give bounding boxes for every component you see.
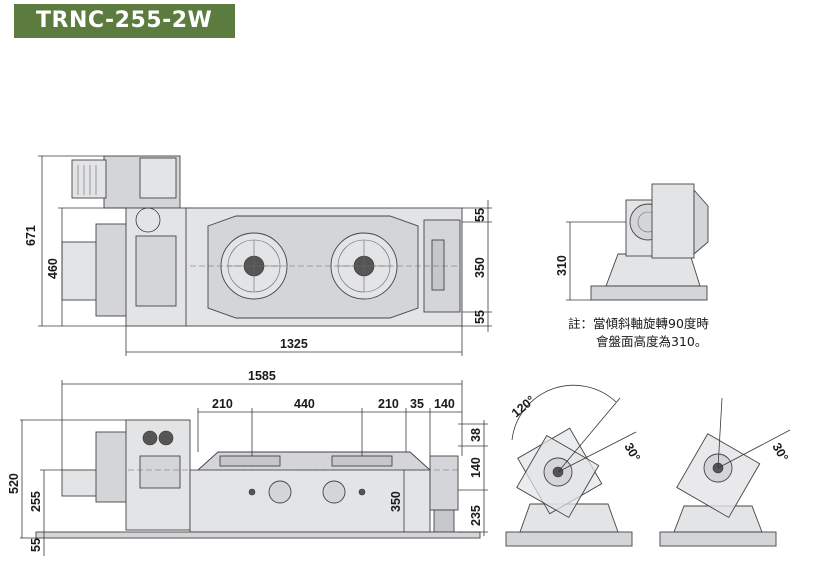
front-motor bbox=[61, 469, 99, 497]
dim-1585: 1585 bbox=[248, 369, 276, 383]
left-motor bbox=[61, 241, 99, 301]
dim-460: 460 bbox=[46, 258, 60, 279]
dim-310: 310 bbox=[555, 255, 569, 276]
dim-350-front: 350 bbox=[389, 491, 403, 512]
dim-35: 35 bbox=[410, 397, 424, 411]
rotation-view-2: 30° bbox=[659, 397, 791, 547]
side-base bbox=[590, 285, 708, 301]
dim-55-base: 55 bbox=[29, 538, 43, 552]
note-line-1: 註：當傾斜軸旋轉90度時 bbox=[568, 316, 709, 331]
angle-30-a: 30° bbox=[621, 441, 643, 464]
note-line-2: 會盤面高度為310。 bbox=[596, 334, 707, 349]
rotation-view-1: 120° 30° bbox=[505, 384, 643, 547]
dim-235: 235 bbox=[469, 505, 483, 526]
side-view: 310 bbox=[555, 183, 709, 301]
model-title: TRNC-255-2W bbox=[14, 4, 235, 38]
dim-1325: 1325 bbox=[280, 337, 308, 351]
dim-55-top: 55 bbox=[473, 208, 487, 222]
dim-671: 671 bbox=[24, 225, 38, 246]
dim-255: 255 bbox=[29, 491, 43, 512]
dim-520: 520 bbox=[7, 473, 21, 494]
dim-140-right: 140 bbox=[469, 457, 483, 478]
dim-210-a: 210 bbox=[212, 397, 233, 411]
dim-210-b: 210 bbox=[378, 397, 399, 411]
dim-38: 38 bbox=[469, 428, 483, 442]
dim-55-bottom: 55 bbox=[473, 310, 487, 324]
angle-30-b: 30° bbox=[769, 441, 791, 464]
top-view: 671 460 1325 55 350 55 bbox=[24, 155, 492, 356]
dim-440: 440 bbox=[294, 397, 315, 411]
dim-350-top: 350 bbox=[473, 257, 487, 278]
dim-140: 140 bbox=[434, 397, 455, 411]
angle-120: 120° bbox=[509, 393, 538, 420]
front-view: 1585 210 440 210 35 140 520 255 55 350 3… bbox=[7, 369, 488, 556]
